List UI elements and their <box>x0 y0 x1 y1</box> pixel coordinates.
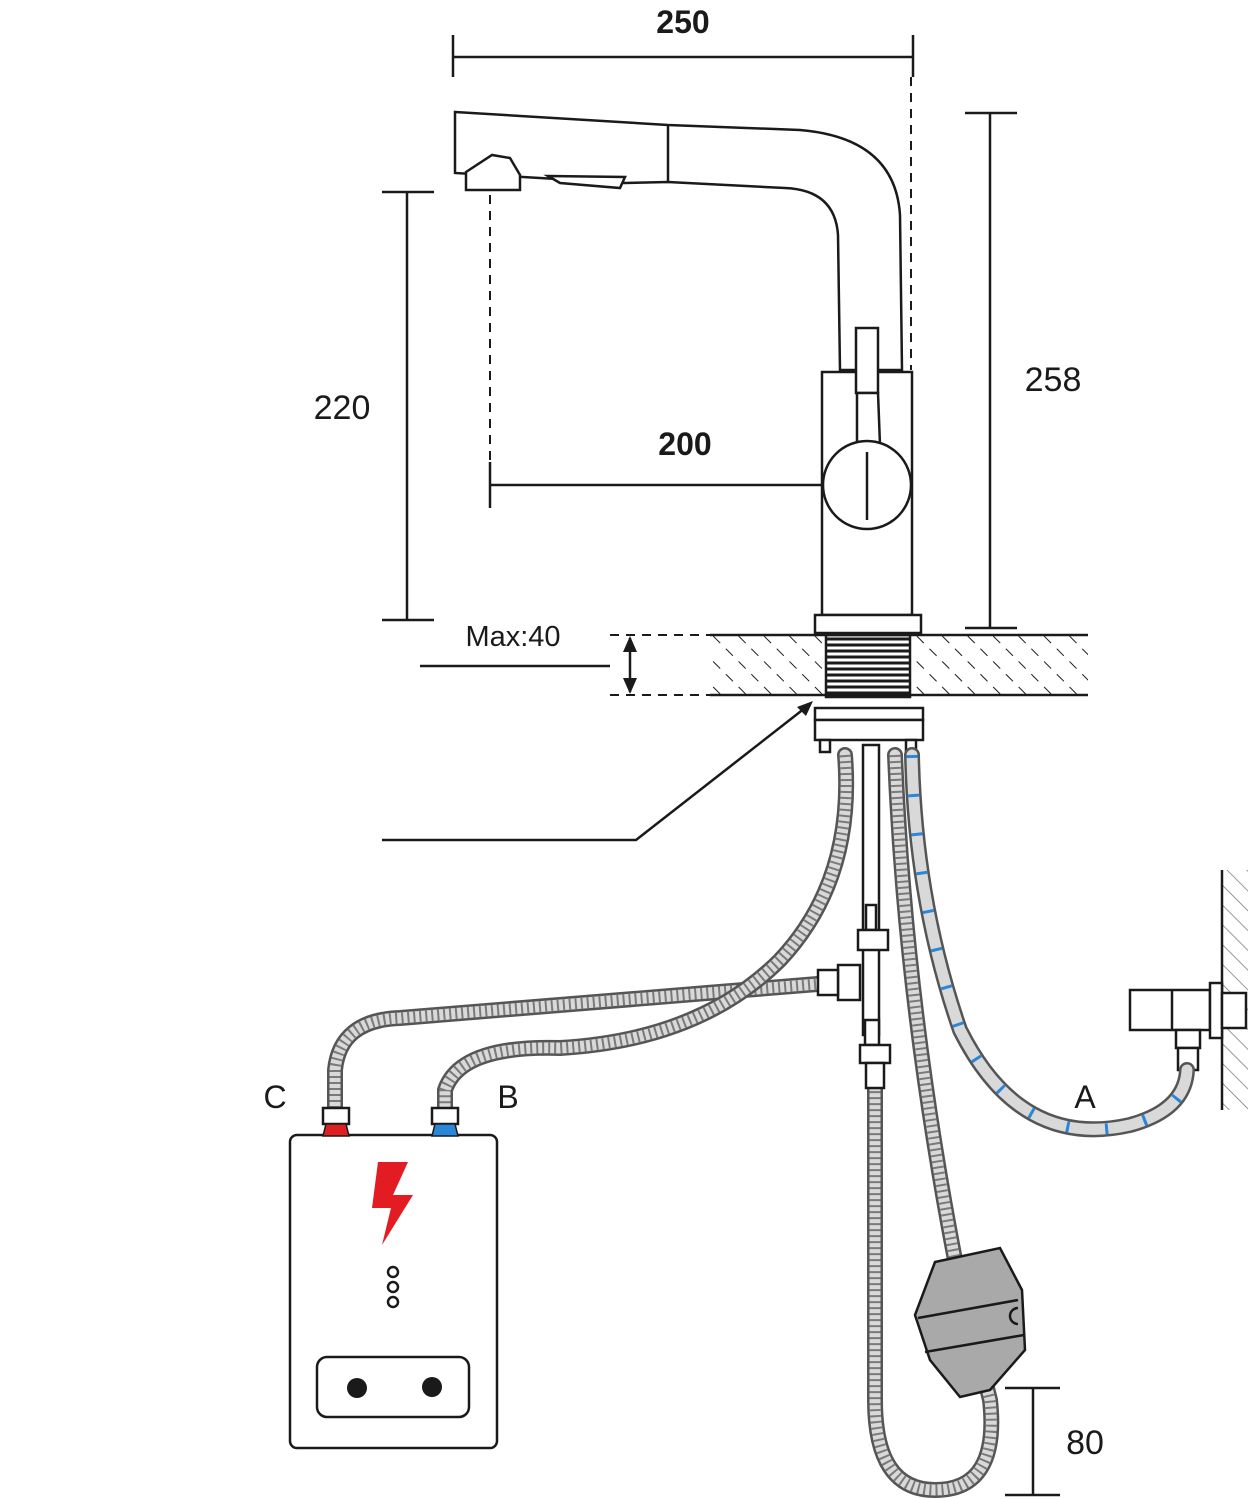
lightning-bolt-icon <box>372 1162 413 1245</box>
dimension-250: 250 <box>451 4 915 370</box>
hose-weight <box>913 1246 1027 1399</box>
dimension-220: 220 <box>314 190 491 622</box>
faucet-spout <box>453 110 904 372</box>
dimension-label-250: 250 <box>656 4 709 40</box>
hoses <box>327 743 1195 1499</box>
dimension-label-80: 80 <box>1066 1424 1104 1462</box>
connection-label-c: C <box>263 1079 286 1115</box>
dimension-label-258: 258 <box>1025 361 1082 399</box>
connection-label-a: A <box>1074 1079 1096 1115</box>
dimension-258: 258 <box>965 111 1082 630</box>
dimension-label-max-40: Max:40 <box>465 621 560 653</box>
indicator-light-1 <box>386 1265 400 1279</box>
indicator-light-3 <box>386 1295 400 1309</box>
spray-button <box>543 174 627 190</box>
mounting-washer <box>813 706 925 722</box>
angle-valve <box>1128 981 1248 1072</box>
countertop <box>710 633 1088 754</box>
dimension-max-40: Max:40 <box>420 621 710 696</box>
threaded-shank <box>824 633 912 699</box>
mount-hole-right <box>422 1377 442 1397</box>
connection-label-b: B <box>497 1079 518 1115</box>
dimension-label-220: 220 <box>314 389 371 427</box>
dimension-200: 200 <box>488 426 870 508</box>
leader-line <box>382 701 813 842</box>
water-heater <box>288 1106 499 1450</box>
dimension-label-200: 200 <box>658 426 711 462</box>
spray-head-nozzle <box>464 153 522 192</box>
faucet-lever <box>854 326 880 395</box>
wall <box>1220 870 1248 1110</box>
mount-hole-left <box>347 1378 367 1398</box>
mounting-plate <box>315 1355 471 1419</box>
indicator-light-2 <box>386 1280 400 1294</box>
mounting-nut <box>813 718 925 742</box>
faucet-base-ring <box>813 613 923 635</box>
faucet <box>453 110 923 635</box>
dimension-80: 80 <box>1005 1386 1104 1497</box>
